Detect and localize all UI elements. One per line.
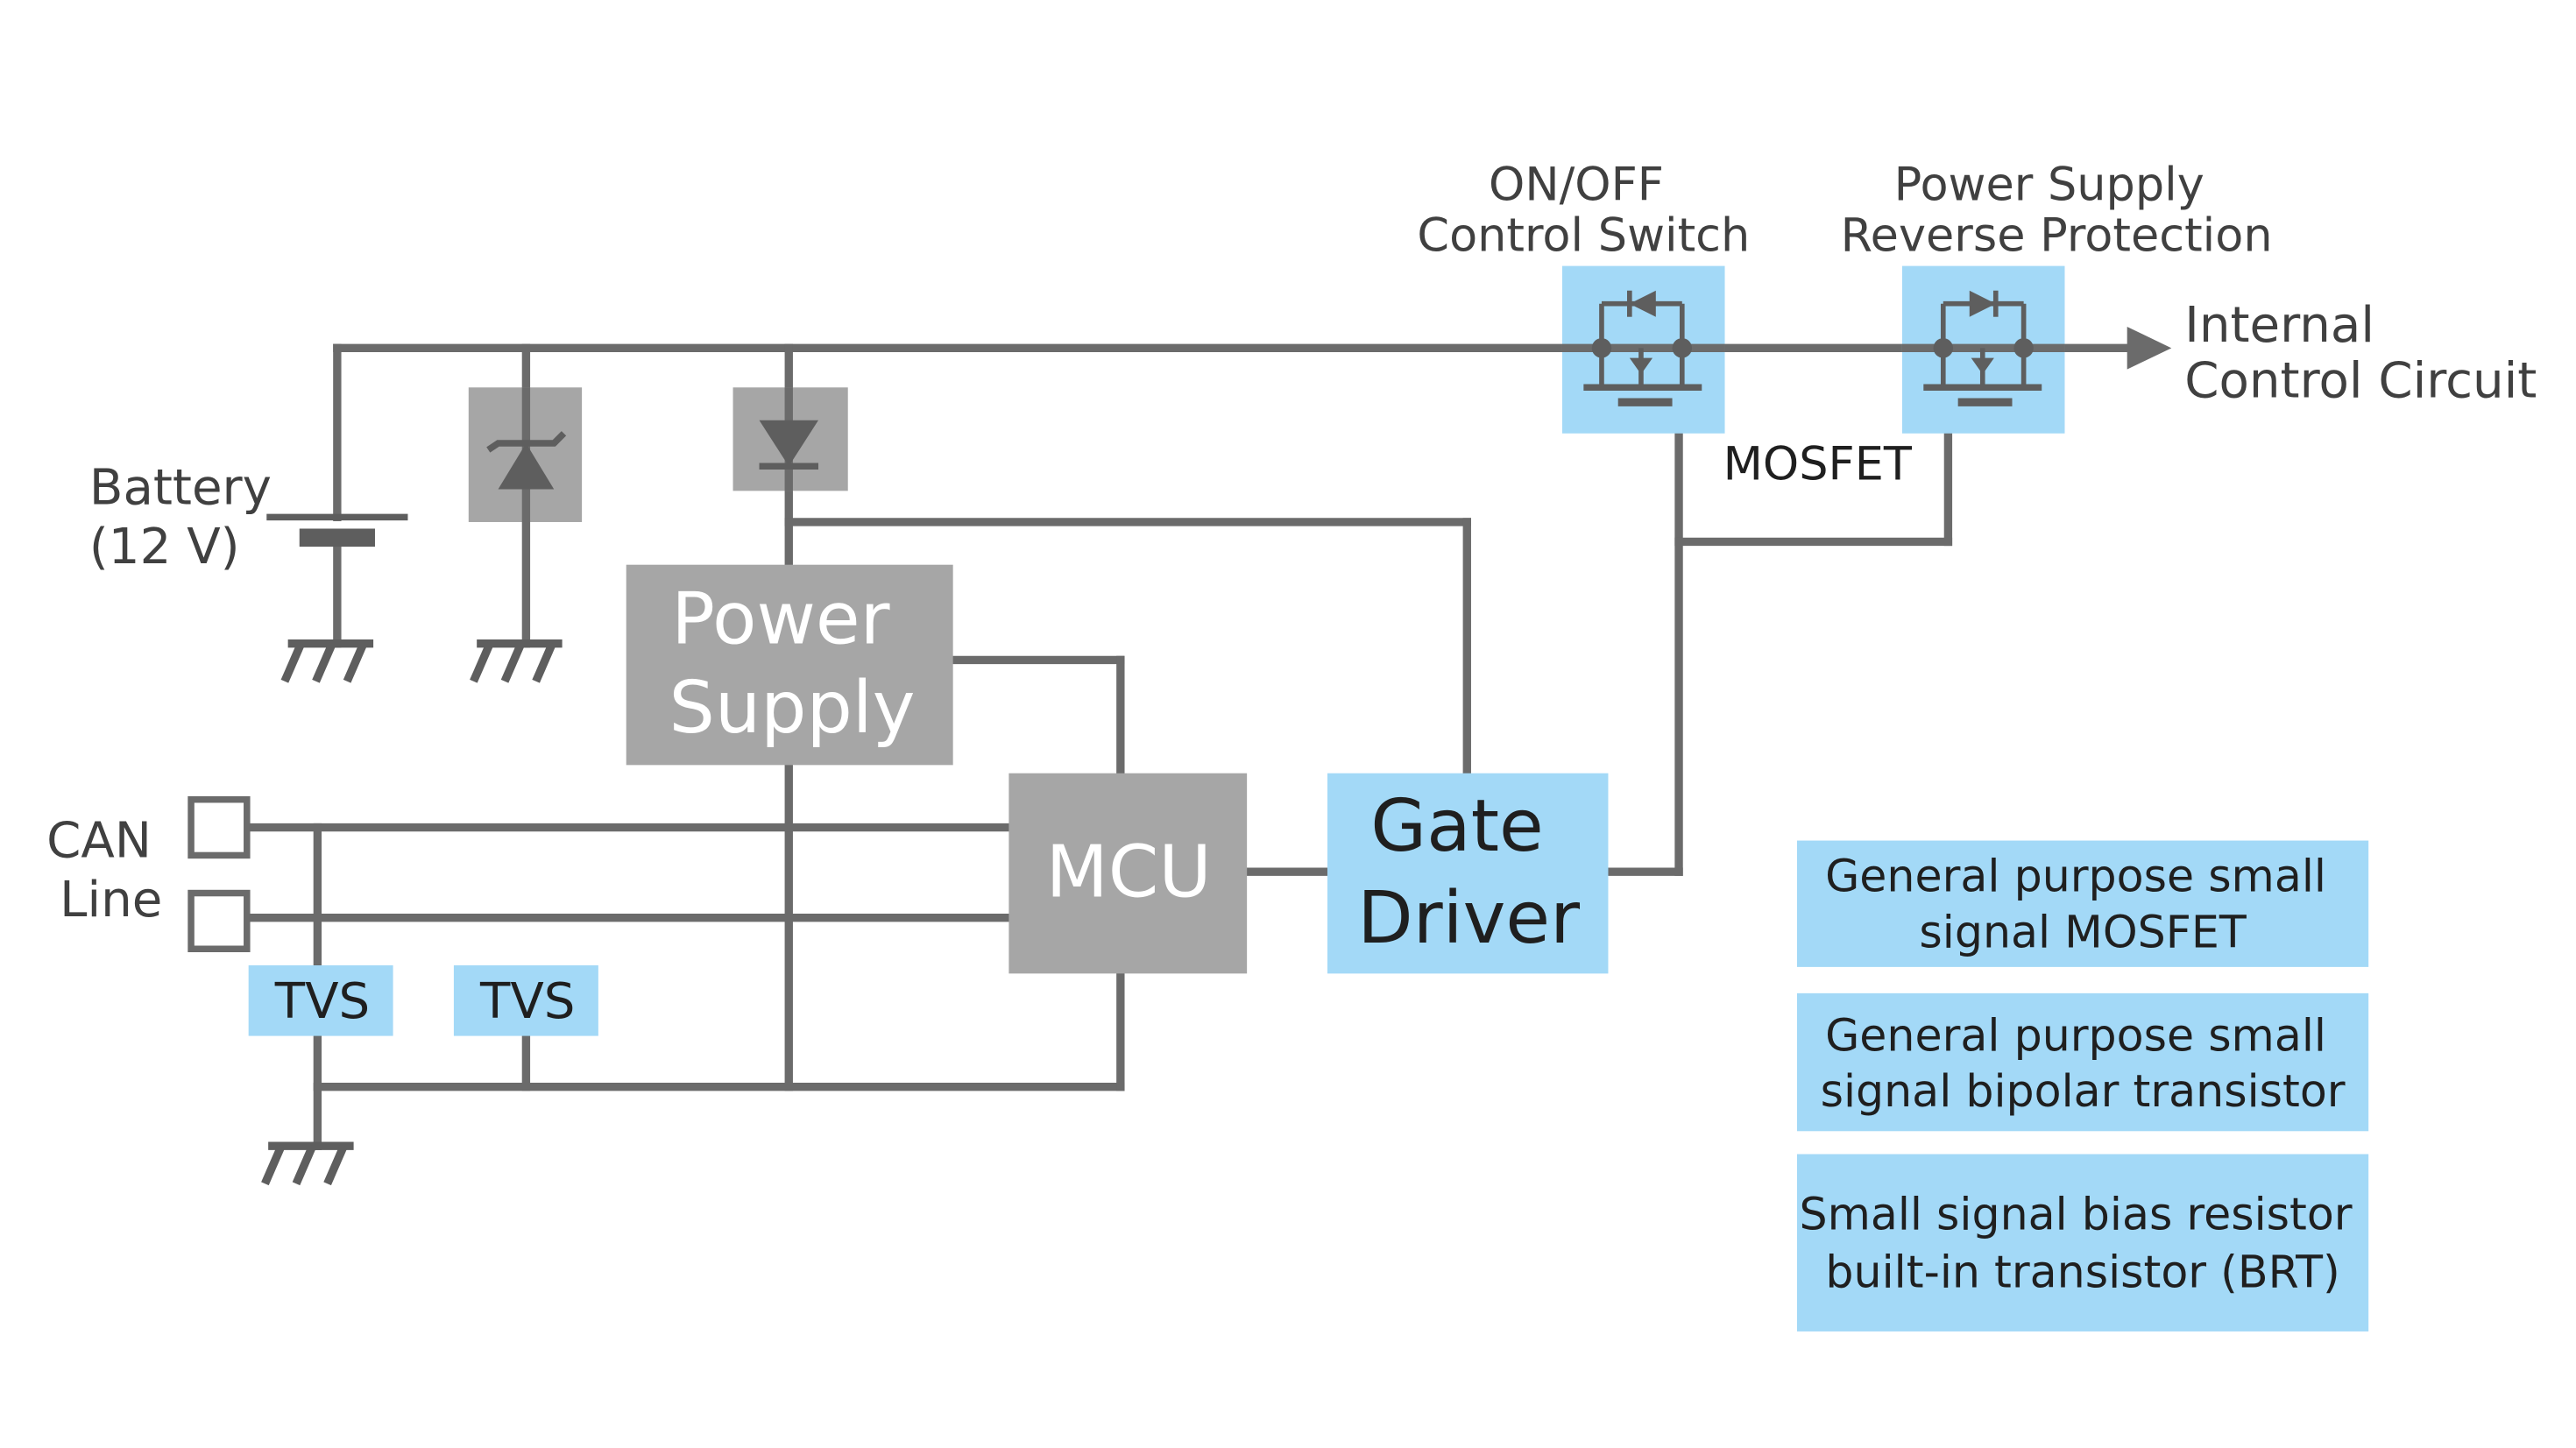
legend: General purpose small signal MOSFET Gene… [1796,840,2369,1331]
battery-label: Battery (12 V) [89,459,287,575]
internal-circuit-label: Internal Control Circuit [2184,297,2537,410]
legend-item: General purpose small signal MOSFET [1796,840,2369,967]
arrow-right-icon [2127,326,2172,370]
mcu-block: MCU [1008,773,1248,974]
svg-text:General purpose small: General purpose small signal MOSFET [1825,851,2340,958]
svg-text:TVS: TVS [274,973,371,1030]
legend-item: General purpose small signal bipolar tra… [1796,992,2369,1132]
svg-text:Gate Driver: Gate Driver [1357,784,1580,960]
ground-icon [261,1141,354,1186]
legend-item: Small signal bias resistor built-in tran… [1796,1154,2369,1331]
mosfet-icon [1901,265,2065,434]
diode-icon [732,387,848,491]
mosfet-icon [1561,265,1725,434]
mosfet-label: MOSFET [1723,437,1913,491]
on-off-switch-label: ON/OFF Control Switch [1417,159,1750,263]
zener-diode-icon [468,387,583,522]
svg-text:General purpose small: General purpose small signal bipolar tra… [1821,1009,2346,1117]
svg-text:Power Supply: Power Supply [669,577,916,750]
tvs-block: TVS [453,965,598,1036]
tvs-block: TVS [248,965,393,1036]
svg-text:TVS: TVS [479,973,576,1030]
ground-icon [280,639,374,683]
svg-text:Small signal bias resistor: Small signal bias resistor built-in tran… [1799,1189,2366,1298]
battery-icon [266,513,408,547]
svg-text:MCU: MCU [1046,830,1212,914]
can-line-label: CAN Line [46,812,167,928]
gate-driver-block: Gate Driver [1327,773,1609,974]
reverse-protection-label: Power Supply Reverse Protection [1841,159,2273,263]
power-supply-block: Power Supply [626,564,953,766]
connector-terminal-icon [188,795,251,859]
connector-terminal-icon [188,889,251,953]
ground-icon [470,639,563,683]
